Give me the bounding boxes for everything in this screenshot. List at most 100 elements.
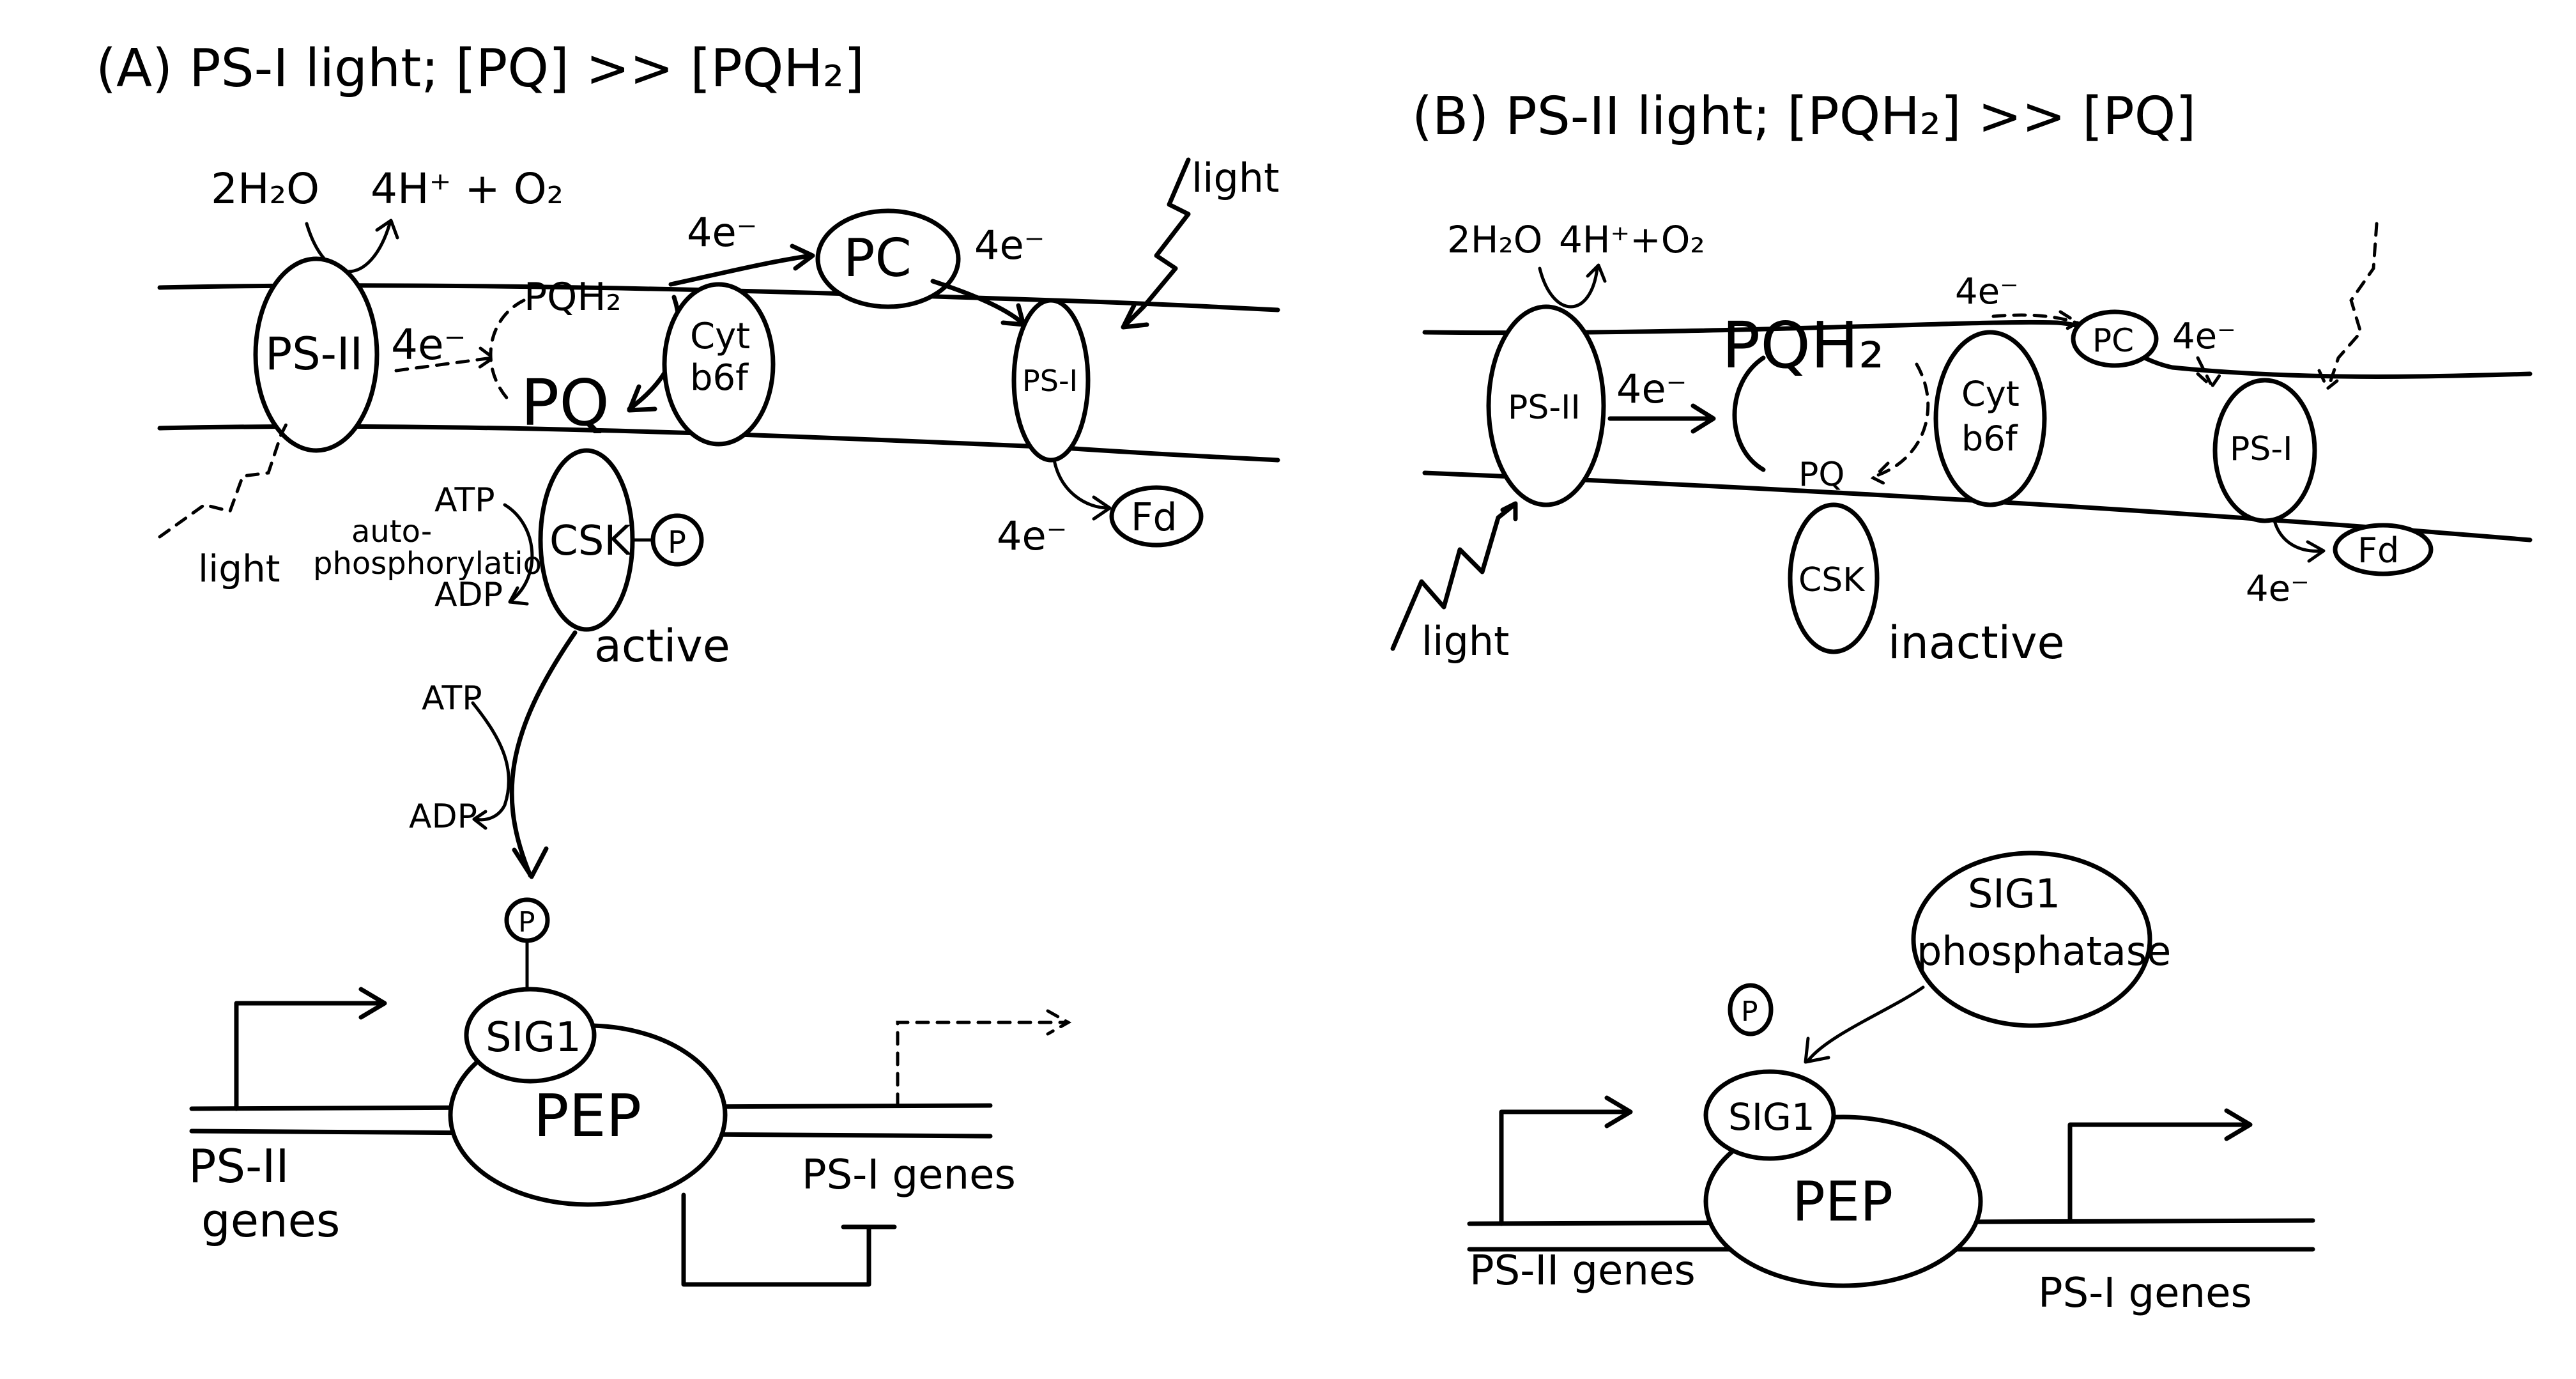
panel-a-adp-1: ADP: [434, 576, 503, 614]
panel-b-fd-label: Fd: [2358, 530, 2399, 571]
panel-a-auto-2: phosphorylation: [313, 546, 561, 582]
panel-b-csk-label: CSK: [1798, 561, 1866, 599]
panel-b-cyt-pc-arrow: [1991, 310, 2081, 334]
panel-b-fd: [2333, 523, 2434, 576]
panel-a-ps1-promoter: [896, 1009, 1072, 1107]
panel-a-ps1-label: PS-I: [1022, 364, 1078, 398]
panel-b-inactive: inactive: [1888, 617, 2065, 669]
panel-b-water-arrow: [1538, 263, 1607, 309]
panel-b-pc-label: PC: [2092, 322, 2134, 359]
panel-b-cyt-label-1: Cyt: [1961, 374, 2020, 414]
panel-b-light: light: [1422, 618, 1509, 665]
panel-b-pq: PQ: [1798, 456, 1844, 494]
panel-b-pep-label: PEP: [1792, 1170, 1893, 1234]
panel-b-light-top-path: [2317, 222, 2379, 391]
panel-a-csk-sig-arrow: [509, 630, 578, 879]
panel-b-light-zigzag: [1390, 501, 1518, 651]
panel-b-pq-cycle: [1732, 355, 1766, 472]
panel-a-fd-label: Fd: [1131, 495, 1177, 540]
panel-a-cyt-label-1: Cyt: [690, 316, 750, 357]
panel-a-fd: [1109, 485, 1204, 548]
panel-b-ps1-genes: PS-I genes: [2038, 1270, 2252, 1317]
panel-a-csk-p: [650, 513, 704, 567]
panel-a-autophos-arrow: [503, 503, 534, 606]
panel-a-cyt-label-2: b6f: [690, 357, 749, 399]
panel-a-pqh2: PQH₂: [524, 275, 622, 320]
panel-a-light-top-zigzag: [1121, 157, 1191, 330]
panel-b-ps2-promoter: [1499, 1095, 1633, 1226]
panel-b-cyt-label-2: b6f: [1961, 419, 2019, 459]
panel-b-ps1-promoter: [2067, 1108, 2253, 1223]
panel-b-pc-ps1-arrow: [2196, 356, 2224, 389]
panel-b-phosphatase-label-2: phosphatase: [1917, 928, 2171, 975]
panel-a-e-ps2-arrow: [394, 346, 496, 373]
panel-a: (A) PS-I light; [PQ] >> [PQH₂] 2H₂O 4H⁺ …: [96, 38, 1280, 1287]
panel-a-csk-label: CSK: [549, 518, 632, 565]
panel-a-e-pc-ps1: 4e⁻: [974, 222, 1045, 268]
panel-b-free-p: [1728, 983, 1774, 1036]
panel-b-e-ps2: 4e⁻: [1616, 366, 1687, 412]
panel-a-ps2-genes-1: PS-II: [188, 1139, 289, 1193]
panel-b-products: 4H⁺+O₂: [1559, 218, 1705, 261]
panel-b-csk: [1788, 502, 1880, 654]
panel-b-ps2: [1486, 304, 1606, 507]
panel-b-sig1: [1703, 1069, 1836, 1161]
panel-a-pq: PQ: [521, 366, 610, 440]
panel-a-pc: [815, 208, 961, 309]
panel-b-ps2-label: PS-II: [1508, 389, 1581, 427]
panel-a-pep-label: PEP: [533, 1082, 641, 1150]
panel-b-ps1-fd-arrow: [2273, 519, 2326, 563]
panel-a-atp-adp-hook: [471, 701, 510, 830]
panel-a-cyt-pc-arrow: [668, 243, 815, 287]
panel-b-ps1: [2212, 378, 2317, 523]
panel-b-free-p-label: P: [1741, 996, 1758, 1028]
panel-a-auto-1: auto-: [351, 514, 432, 550]
panel-a-light-top: light: [1192, 155, 1279, 201]
panel-a-sig1-label: SIG1: [486, 1014, 581, 1061]
panel-a-title: (A) PS-I light; [PQ] >> [PQH₂]: [96, 38, 864, 99]
panel-a-e-ps2: 4e⁻: [391, 320, 466, 369]
panel-b-e-cyt-pc: 4e⁻: [1955, 271, 2019, 312]
panel-b-e-ps2-arrow: [1607, 403, 1716, 434]
panel-a-ps2-promoter: [234, 987, 387, 1111]
panel-a-ps2-genes-2: genes: [201, 1194, 340, 1247]
panel-a-water: 2H₂O: [211, 164, 319, 213]
panel-a-pc-label: PC: [843, 228, 912, 289]
panel-a-sig1: [464, 987, 597, 1084]
panel-a-ps1-genes: PS-I genes: [802, 1152, 1016, 1199]
panel-b-title: (B) PS-II light; [PQH₂] >> [PQ]: [1412, 86, 2196, 147]
panel-a-ps1-fd-arrow: [1052, 458, 1112, 521]
panel-b-e-pc-ps1: 4e⁻: [2172, 316, 2236, 357]
panel-b-phosphatase: [1911, 851, 2152, 1028]
panel-a-adp-2: ADP: [409, 797, 477, 836]
panel-b: (B) PS-II light; [PQH₂] >> [PQ] 2H₂O 4H⁺…: [1390, 86, 2533, 1317]
panel-b-cyt-b6f: [1933, 330, 2047, 507]
panel-b-phosphatase-arrow: [1804, 985, 1925, 1064]
panel-b-cyt-pq-arrow: [1870, 362, 1930, 489]
panel-a-membrane-lower: [157, 424, 1280, 463]
panel-a-light-bottom-path: [158, 420, 289, 539]
panel-a-cyt-b6f: [662, 282, 776, 447]
panel-a-light-bottom: light: [198, 547, 280, 590]
panel-a-csk-p-label: P: [668, 525, 686, 560]
panel-a-ps1: [1011, 298, 1091, 463]
panel-a-repression: [681, 1192, 897, 1287]
panel-b-ps2-genes: PS-II genes: [1469, 1247, 1696, 1295]
panel-a-active: active: [594, 620, 730, 672]
panel-a-e-cyt-pc: 4e⁻: [687, 209, 757, 256]
panel-b-e-fd: 4e⁻: [2246, 568, 2310, 610]
panel-b-water: 2H₂O: [1447, 218, 1542, 261]
panel-a-products: 4H⁺ + O₂: [371, 164, 564, 213]
panel-a-ps2-label: PS-II: [265, 328, 363, 380]
panel-a-ps2: [253, 256, 379, 453]
panel-a-pq-cycle: [489, 298, 526, 404]
panel-b-sig1-label: SIG1: [1728, 1095, 1815, 1139]
panel-b-phosphatase-label-1: SIG1: [1968, 870, 2060, 917]
panel-a-atp-1: ATP: [434, 481, 495, 520]
panel-b-pc: [2071, 309, 2159, 368]
panel-a-pc-ps1-arrow: [930, 279, 1026, 327]
panel-a-e-fd: 4e⁻: [997, 512, 1067, 559]
panel-b-ps1-label: PS-I: [2230, 430, 2292, 468]
panel-a-atp-2: ATP: [422, 679, 482, 718]
